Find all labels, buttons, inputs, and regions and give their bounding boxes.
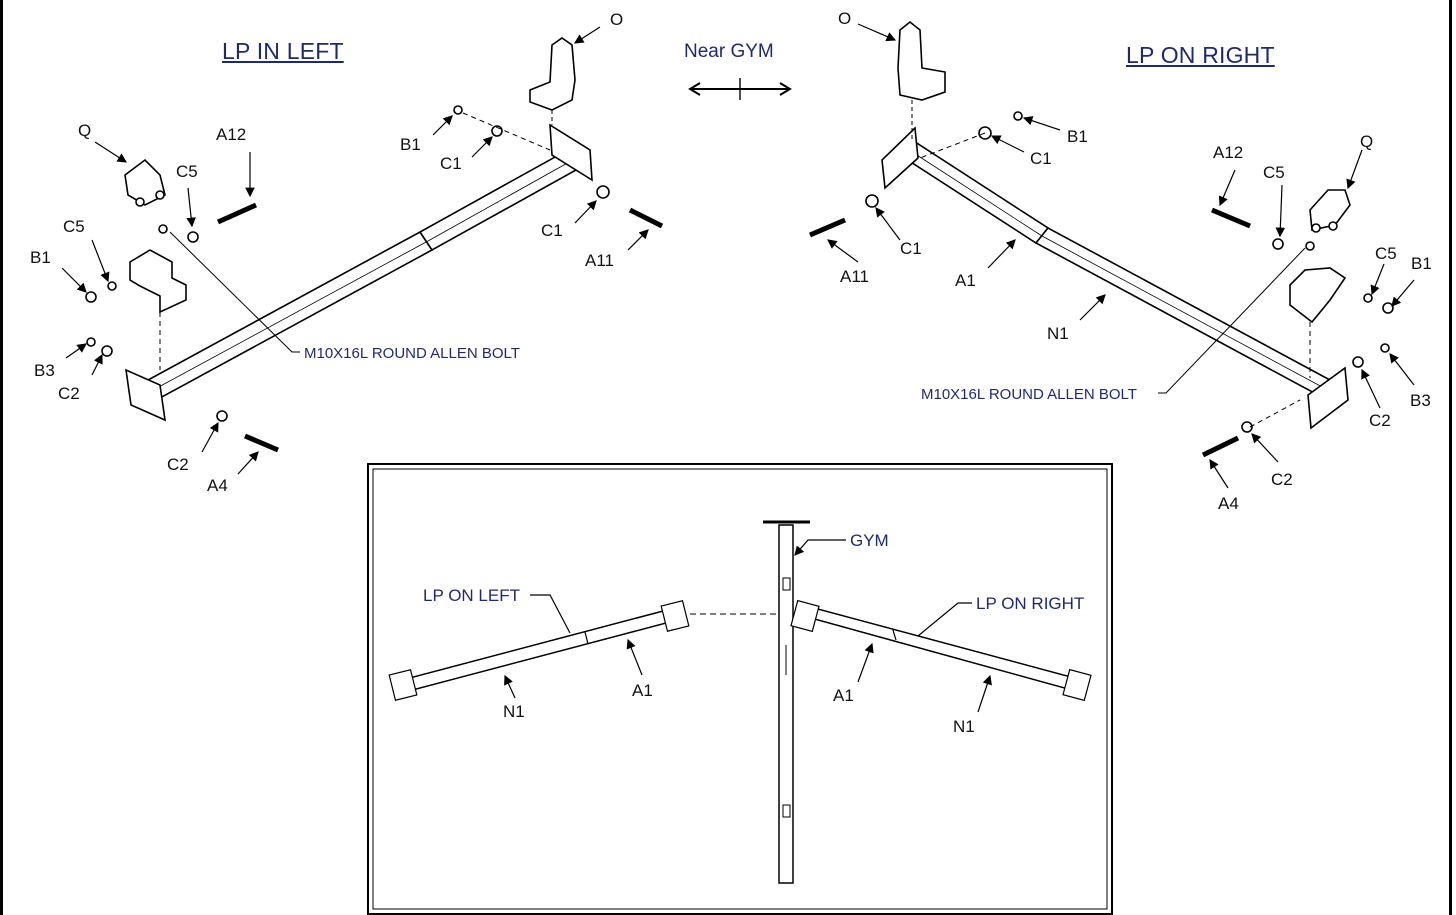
direction-label: Near GYM [684,41,774,62]
right-view-title: LP ON RIGHT [1126,42,1275,68]
left-bolt-note: M10X16L ROUND ALLEN BOLT [304,345,520,362]
right-label-a11: A11 [840,267,869,286]
right-label-c5-top: C5 [1263,163,1285,182]
right-label-b1-side: B1 [1411,254,1432,273]
right-label-c5-side: C5 [1375,244,1397,263]
bracket-q [124,158,166,206]
right-label-o: O [838,9,852,28]
left-label-b1-top: B1 [400,135,421,154]
left-label-b1-side: B1 [30,248,51,267]
left-label-a4: A4 [207,476,228,495]
left-label-c5-side: C5 [63,217,85,236]
inset-label-a1-right: A1 [833,686,854,705]
left-label-c2-bottom: C2 [167,455,189,474]
bracket-housing [129,249,187,314]
inset-label-n1-left: N1 [503,702,525,721]
inset-label-lp-right: LP ON RIGHT [976,594,1085,613]
gym-post [778,524,794,884]
inset-label-gym: GYM [850,531,889,550]
right-label-n1: N1 [1047,324,1069,343]
left-beam-n1 [146,230,434,400]
left-end-plate [125,368,166,422]
right-label-b1-top: B1 [1067,127,1088,146]
left-label-b3: B3 [34,361,55,380]
left-label-c2-left: C2 [58,384,80,403]
right-label-c2-bottom: C2 [1271,470,1293,489]
right-bracket-housing [1289,267,1347,324]
inset-label-n1-right: N1 [953,717,975,736]
right-label-c1-end: C1 [900,239,922,258]
left-top-plate [549,123,593,182]
right-label-a1: A1 [955,271,976,290]
right-beam-a1 [898,138,1050,245]
left-label-c5-top: C5 [176,162,198,181]
left-label-a12: A12 [216,125,247,144]
right-label-a4: A4 [1218,494,1239,513]
bracket-o [529,37,576,111]
right-label-q: Q [1360,132,1374,151]
right-label-c2-right: C2 [1369,411,1391,430]
left-view-title: LP IN LEFT [222,38,344,64]
left-assembly [61,26,664,475]
right-label-b3: B3 [1410,391,1431,410]
inset-label-a1-left: A1 [632,681,653,700]
left-label-c1-top: C1 [440,154,462,173]
direction-arrow [688,78,792,100]
inset-view [367,463,1113,915]
left-label-q: Q [78,121,92,140]
right-label-a12: A12 [1213,143,1244,162]
inset-label-lp-left: LP ON LEFT [423,586,520,605]
right-assembly [809,20,1415,489]
left-label-c1-end: C1 [541,221,563,240]
right-top-plate [881,126,919,190]
right-end-plate [1307,366,1349,430]
right-label-c1-top: C1 [1030,149,1052,168]
right-bracket-o [897,20,946,101]
left-label-o: O [610,10,624,29]
left-label-a11: A11 [585,251,614,270]
right-bolt-note: M10X16L ROUND ALLEN BOLT [921,386,1137,403]
right-beam-n1 [1034,226,1332,397]
